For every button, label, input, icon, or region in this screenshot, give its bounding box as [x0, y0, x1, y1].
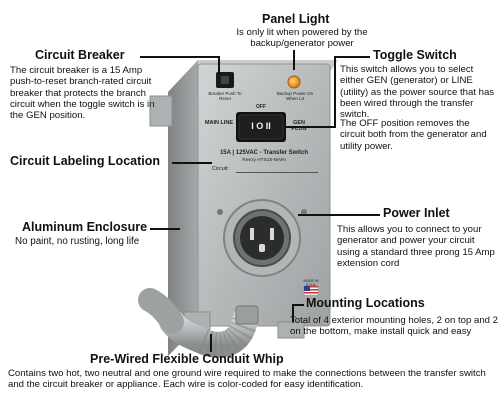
- mounting-tab: [277, 321, 305, 339]
- toggle-switch-title: Toggle Switch: [373, 48, 457, 62]
- power-inlet-leader: [298, 214, 380, 216]
- conduit-whip: [138, 288, 259, 358]
- conduit-whip-desc: Contains two hot, two neutral and one gr…: [8, 368, 486, 391]
- aluminum-enclosure-title: Aluminum Enclosure: [22, 220, 148, 234]
- circuit-breaker-desc: The circuit breaker is a 15 Amp push-to-…: [10, 65, 155, 122]
- circuit-field: Circuit:: [212, 166, 230, 172]
- mounting-tab: [149, 95, 173, 127]
- rating-label: 15A | 125VAC - Transfer Switch: [219, 150, 309, 156]
- mounting-locations-leader: [292, 304, 304, 306]
- circuit-breaker-title: Circuit Breaker: [35, 48, 125, 62]
- panel-light-desc: Is only lit when powered by the backup/g…: [236, 27, 368, 50]
- aluminum-enclosure-leader: [150, 228, 180, 230]
- panel-light: [287, 75, 301, 89]
- panel-light-title: Panel Light: [262, 12, 330, 26]
- toggle-switch-leader-up: [334, 56, 336, 128]
- circuit-write-line: [236, 172, 318, 173]
- gen-plug-label: GEN PLUG: [291, 120, 307, 132]
- circuit-labeling-title: Circuit Labeling Location: [10, 154, 161, 168]
- toggle-switch-desc-2: The OFF position removes the circuit bot…: [340, 118, 487, 152]
- conduit-whip-leader: [210, 334, 212, 352]
- mounting-locations-desc: Total of 4 exterior mounting holes, 2 on…: [290, 315, 498, 338]
- power-inlet[interactable]: [217, 199, 307, 277]
- model-label: Reezy HTS15-MAIN: [242, 158, 286, 163]
- power-inlet-title: Power Inlet: [383, 206, 450, 220]
- switch-glyphs: I O II: [251, 121, 271, 131]
- light-label: Backup Power On When Lit: [276, 91, 314, 101]
- breaker-label: Breaker Push To Reset: [208, 91, 242, 101]
- off-label: OFF: [256, 104, 266, 110]
- circuit-labeling-leader: [172, 162, 212, 164]
- toggle-switch-desc: This switch allows you to select either …: [340, 64, 495, 121]
- circuit-breaker-leader-drop: [218, 56, 220, 74]
- main-line-label: MAIN LINE: [204, 120, 234, 126]
- mounting-locations-leader-drop: [292, 304, 294, 322]
- aluminum-enclosure-desc: No paint, no rusting, long life: [15, 236, 140, 247]
- conduit-whip-title: Pre-Wired Flexible Conduit Whip: [90, 352, 284, 366]
- made-in-label: MADE IN U.S.A.: [303, 279, 319, 287]
- mounting-locations-title: Mounting Locations: [306, 296, 425, 310]
- toggle-switch-leader-top: [334, 56, 370, 58]
- panel-light-leader: [293, 50, 295, 70]
- usa-flag-icon: [303, 285, 319, 296]
- toggle-switch-leader: [286, 126, 336, 128]
- power-inlet-desc: This allows you to connect to your gener…: [337, 224, 495, 269]
- circuit-breaker-leader: [140, 56, 220, 58]
